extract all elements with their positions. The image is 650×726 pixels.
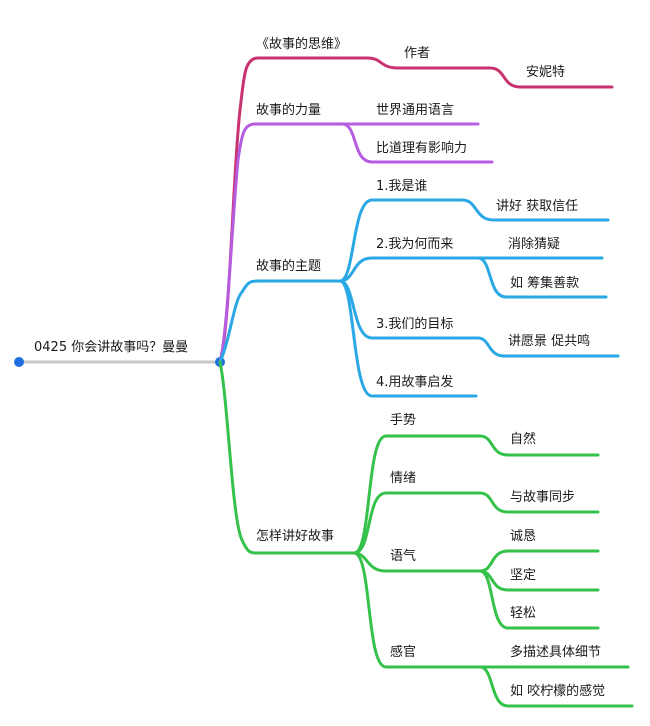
node-who-am-i-connector: [338, 198, 374, 283]
node-our-goal[interactable]: 3.我们的目标 讲愿景 促共鸣: [338, 279, 620, 358]
node-relaxed[interactable]: 轻松: [478, 569, 600, 630]
node-vision-resonance-label: 讲愿景 促共鸣: [508, 333, 590, 349]
node-inspire[interactable]: 4.用故事启发: [338, 279, 478, 398]
node-natural[interactable]: 自然: [478, 431, 600, 457]
node-inspire-connector: [338, 279, 374, 398]
node-lemon-example-connector: [478, 665, 510, 708]
node-concrete-details-label: 多描述具体细节: [510, 644, 601, 660]
node-in-sync-connector: [478, 491, 510, 514]
branch-story-power[interactable]: 故事的力量 世界通用语言 比道理有影响力: [218, 102, 494, 364]
node-more-influential-label: 比道理有影响力: [376, 140, 467, 156]
root-label: 0425 你会讲故事吗？曼曼: [34, 340, 188, 355]
node-fundraising-label: 如 筹集善款: [510, 275, 579, 291]
node-earn-trust-connector: [460, 198, 496, 222]
node-dispel-suspicion-label: 消除猜疑: [508, 236, 560, 252]
node-emotion-connector: [352, 491, 388, 555]
node-concrete-details[interactable]: 多描述具体细节: [478, 644, 630, 669]
node-gesture[interactable]: 手势 自然: [352, 412, 600, 555]
node-earn-trust-label: 讲好 获取信任: [496, 199, 578, 214]
node-why-here-label: 2.我为何而来: [376, 236, 453, 252]
node-inspire-label: 4.用故事启发: [376, 374, 453, 390]
node-firm-label: 坚定: [510, 568, 536, 583]
node-emotion-label: 情绪: [390, 471, 416, 486]
node-annette-connector: [488, 66, 522, 89]
node-sincere-connector: [478, 549, 510, 573]
branch-how-to-tell-label: 怎样讲好故事: [256, 529, 334, 544]
node-annette[interactable]: 安妮特: [488, 65, 614, 89]
node-universal-language-label: 世界通用语言: [376, 103, 454, 118]
branch-story-power-label: 故事的力量: [256, 102, 321, 118]
node-tone-label: 语气: [390, 548, 416, 564]
node-author-connector: [366, 56, 400, 70]
root-left-handle[interactable]: [14, 357, 24, 367]
branch-book-title-label: 《故事的思维》: [256, 36, 347, 52]
node-tone[interactable]: 语气 诚恳 坚定 轻松: [352, 529, 600, 630]
node-lemon-example[interactable]: 如 咬柠檬的感觉: [478, 665, 634, 708]
node-our-goal-label: 3.我们的目标: [376, 316, 453, 332]
node-who-am-i-label: 1.我是谁: [376, 179, 427, 194]
node-vision-resonance-connector: [476, 336, 506, 358]
node-relaxed-label: 轻松: [510, 606, 536, 621]
node-author-label: 作者: [404, 46, 430, 61]
node-in-sync[interactable]: 与故事同步: [478, 490, 600, 514]
node-firm[interactable]: 坚定: [478, 568, 600, 592]
branch-story-themes-label: 故事的主题: [256, 258, 321, 274]
node-universal-language[interactable]: 世界通用语言: [340, 103, 480, 126]
node-natural-label: 自然: [510, 431, 536, 447]
node-emotion[interactable]: 情绪 与故事同步: [352, 471, 600, 555]
node-who-am-i[interactable]: 1.我是谁 讲好 获取信任: [338, 179, 610, 283]
node-more-influential[interactable]: 比道理有影响力: [340, 122, 494, 164]
node-senses[interactable]: 感官 多描述具体细节 如 咬柠檬的感觉: [352, 551, 634, 708]
branch-how-to-tell-connector: [218, 360, 260, 555]
node-sincere-label: 诚恳: [510, 529, 536, 544]
node-senses-connector: [352, 551, 388, 669]
node-gesture-label: 手势: [390, 412, 416, 428]
node-dispel-suspicion[interactable]: 消除猜疑: [476, 236, 604, 260]
node-relaxed-connector: [478, 569, 510, 630]
node-why-here[interactable]: 2.我为何而来 消除猜疑 如 筹集善款: [338, 236, 608, 299]
node-earn-trust[interactable]: 讲好 获取信任: [460, 198, 610, 222]
node-author[interactable]: 作者 安妮特: [366, 46, 614, 89]
node-more-influential-connector: [340, 122, 374, 164]
node-sincere[interactable]: 诚恳: [478, 529, 600, 573]
branch-story-themes[interactable]: 故事的主题 1.我是谁 讲好 获取信任 2.我为何而来 消除猜疑 如 筹: [218, 179, 620, 398]
node-gesture-connector: [352, 434, 388, 555]
node-annette-label: 安妮特: [526, 65, 565, 80]
node-lemon-example-label: 如 咬柠檬的感觉: [510, 683, 605, 699]
node-in-sync-label: 与故事同步: [510, 490, 575, 505]
branch-story-themes-connector: [218, 279, 260, 364]
node-natural-connector: [478, 434, 510, 457]
branch-book-title[interactable]: 《故事的思维》 作者 安妮特: [218, 36, 614, 364]
branch-story-power-connector: [218, 122, 258, 364]
node-fundraising-connector: [476, 256, 508, 299]
node-fundraising[interactable]: 如 筹集善款: [476, 256, 608, 299]
root-node[interactable]: 0425 你会讲故事吗？曼曼: [14, 340, 225, 367]
node-vision-resonance[interactable]: 讲愿景 促共鸣: [476, 333, 620, 358]
node-senses-label: 感官: [390, 644, 416, 660]
branch-how-to-tell[interactable]: 怎样讲好故事 手势 自然 情绪 与故事同步 语气: [218, 360, 634, 708]
